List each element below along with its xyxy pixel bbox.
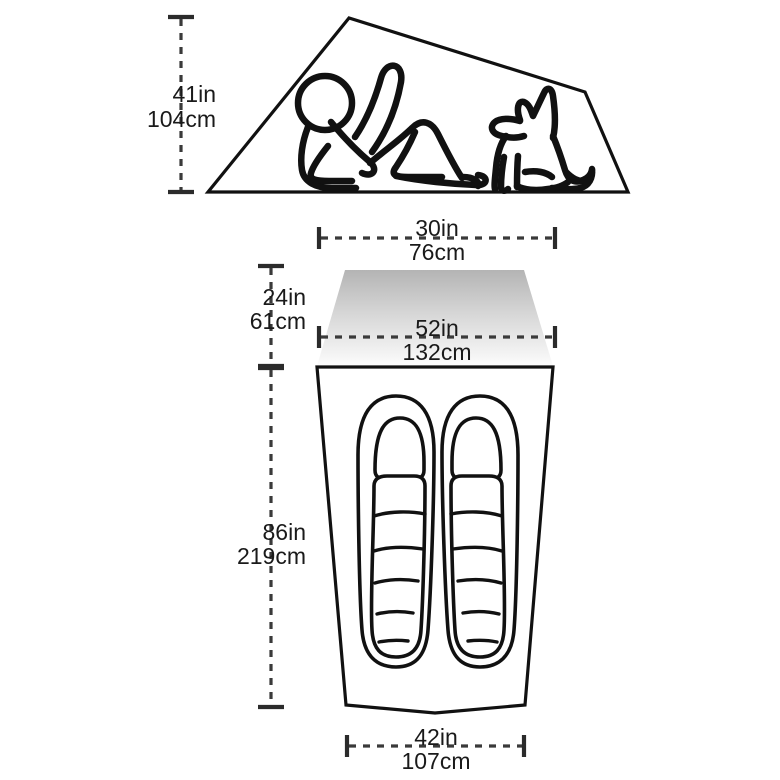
person-arm: [351, 62, 405, 156]
vestibule-height-label-metric: 61cm: [250, 308, 306, 334]
head-width-label-imperial: 52in: [415, 315, 458, 341]
tent-profile-outline: [204, 16, 631, 194]
sleeping-bag-left-body: [369, 474, 427, 659]
sleeping-bag-left-quilt-3: [373, 577, 420, 585]
sleeping-bag-right-quilt-4: [461, 609, 501, 616]
dog-head: [514, 85, 559, 142]
floor-plan-view: [315, 270, 555, 715]
foot-width-label-metric: 107cm: [401, 748, 470, 774]
vestibule-depth-dimension: 30in 76cm: [316, 215, 558, 265]
head-width-label-metric: 132cm: [402, 339, 471, 365]
sleeping-bag-left-hood: [373, 416, 426, 481]
vestibule-height-label-imperial: 24in: [263, 284, 306, 310]
sleeping-bag-right-body: [449, 474, 507, 659]
floor-length-label-imperial: 86in: [263, 519, 306, 545]
foot-width-label-imperial: 42in: [414, 724, 457, 750]
peak-height-label-imperial: 41in: [173, 81, 216, 107]
dog-haunch: [562, 168, 590, 185]
rainfly-vestibule-shape: [317, 270, 553, 366]
person-elbow: [307, 142, 356, 185]
sleeping-bag-left-quilt-5: [377, 638, 410, 644]
peak-height-dimension: 41in 104cm: [147, 14, 216, 195]
person-head-icon: [294, 72, 356, 134]
dog-paws: [513, 178, 572, 194]
floor-length-label-metric: 219cm: [237, 543, 306, 569]
sleeping-bag-left-quilt-2: [372, 545, 425, 553]
sleeping-bag-right-hood: [450, 416, 503, 481]
sleeping-bag-left-quilt-4: [375, 609, 415, 616]
person-thigh: [366, 119, 466, 182]
vestibule-depth-label-imperial: 30in: [415, 215, 458, 241]
person-foot: [459, 173, 482, 190]
sleeping-bag-right-quilt-5: [466, 638, 499, 644]
sleeping-bag-right-quilt-3: [456, 577, 503, 585]
floor-length-dimension: 86in 219cm: [237, 365, 306, 710]
person-torso: [298, 123, 360, 192]
sleeping-bag-right: [440, 394, 520, 669]
sleeping-bag-left-quilt-1: [372, 510, 427, 518]
foot-width-dimension: 42in 107cm: [344, 724, 527, 774]
dog-belly: [521, 167, 556, 181]
dog-snout: [488, 115, 528, 141]
side-profile-view: [204, 16, 631, 194]
dog-front-leg-2: [513, 152, 522, 191]
head-width-dimension: 52in 132cm: [316, 315, 558, 365]
dog-front-leg-1: [497, 153, 512, 194]
sleeping-bag-left: [356, 394, 436, 669]
sitting-dog-figure: [488, 85, 596, 194]
vestibule-depth-label-metric: 76cm: [409, 239, 465, 265]
dog-chest: [491, 132, 510, 193]
peak-height-label-metric: 104cm: [147, 106, 216, 132]
sleeping-bag-right-quilt-2: [451, 545, 504, 553]
vestibule-height-dimension: 24in 61cm: [250, 263, 306, 369]
sleeping-bag-right-quilt-1: [449, 510, 504, 518]
reclining-person-figure: [294, 62, 489, 192]
